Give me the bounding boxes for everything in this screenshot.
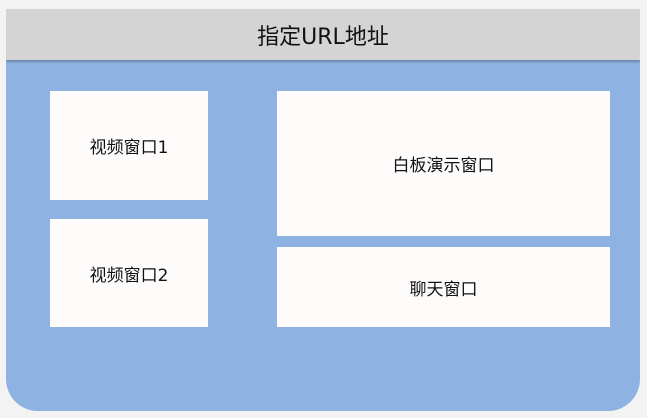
video-window-2: 视频窗口2 <box>50 219 208 327</box>
page-frame: 指定URL地址 视频窗口1 视频窗口2 白板演示窗口 聊天窗口 <box>6 9 640 411</box>
video-window-1: 视频窗口1 <box>50 91 208 200</box>
whiteboard-window-label: 白板演示窗口 <box>392 156 495 176</box>
url-title: 指定URL地址 <box>257 24 389 50</box>
chat-window-label: 聊天窗口 <box>409 279 478 300</box>
video-window-1-label: 视频窗口1 <box>89 138 169 158</box>
video-window-2-label: 视频窗口2 <box>89 265 169 286</box>
whiteboard-window: 白板演示窗口 <box>277 91 610 236</box>
chat-window: 聊天窗口 <box>277 247 610 327</box>
url-header: 指定URL地址 <box>6 9 640 60</box>
